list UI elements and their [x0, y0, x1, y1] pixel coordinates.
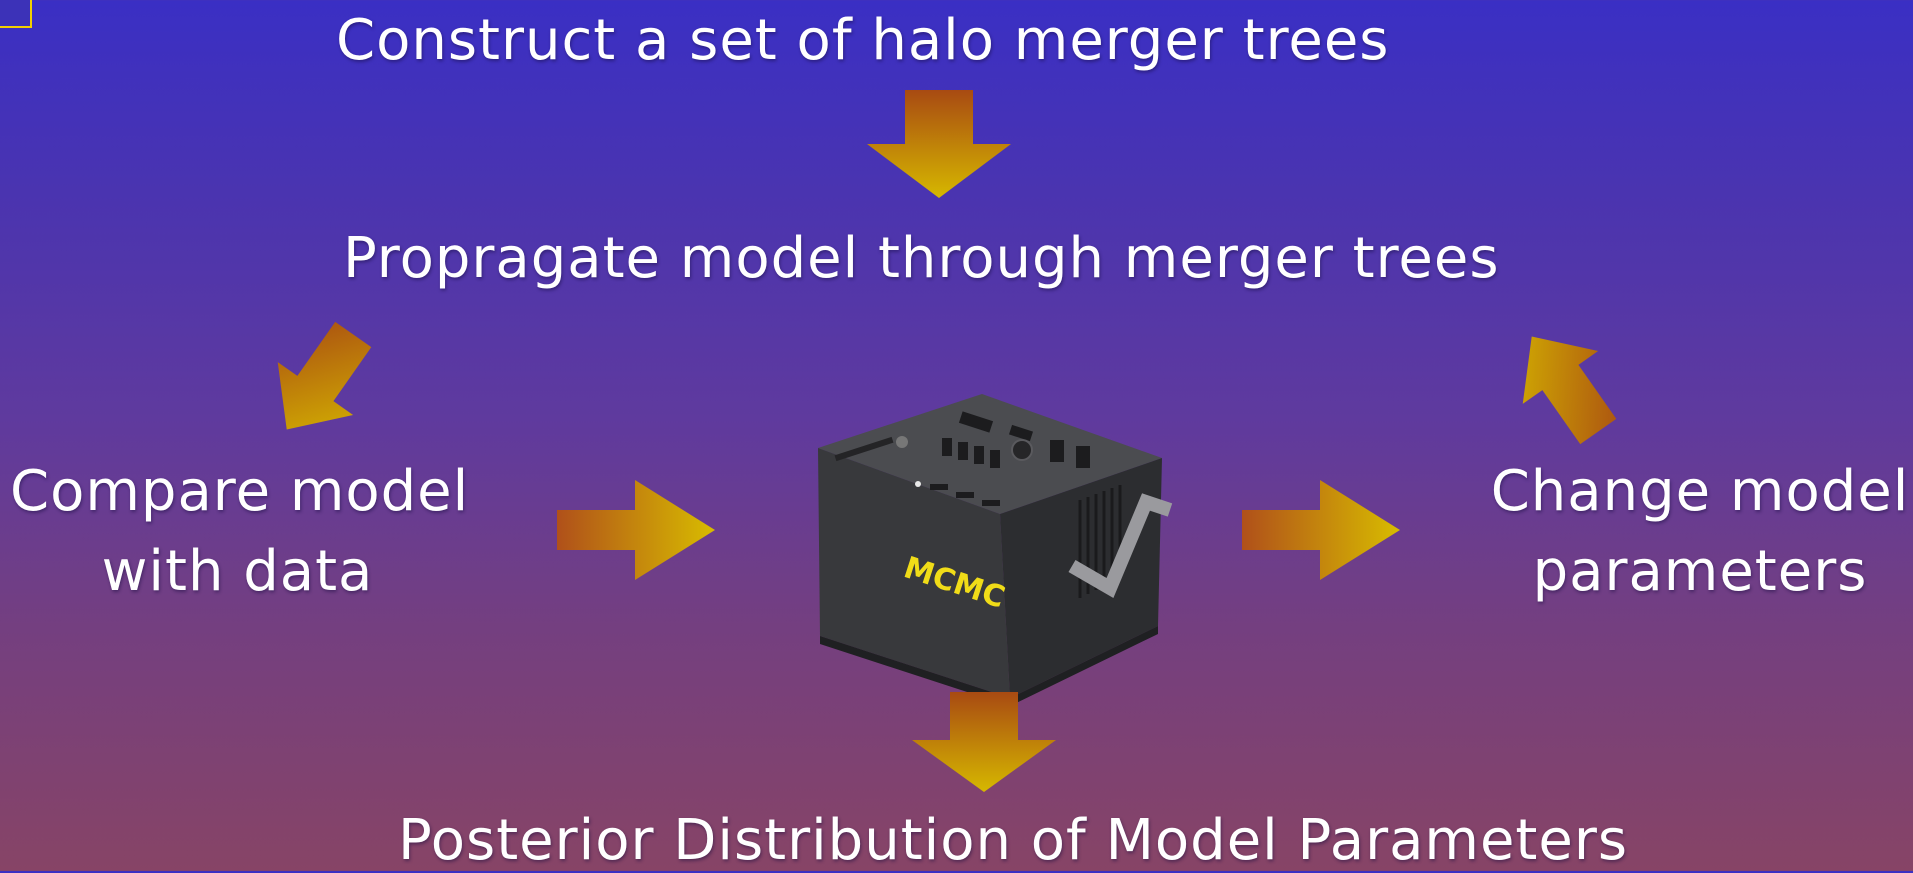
step-compare-model: Compare model with data — [10, 452, 470, 612]
mcmc-machine-icon: MCMC — [818, 394, 1173, 706]
compare-line-2: with data — [101, 539, 374, 604]
step-posterior-distribution: Posterior Distribution of Model Paramete… — [398, 808, 1629, 873]
arrow-down-icon — [912, 692, 1056, 792]
compare-line-1: Compare model — [10, 459, 470, 524]
arrow-right-icon — [1242, 480, 1400, 580]
slide-corner-marker — [0, 0, 32, 28]
step-construct-merger-trees: Construct a set of halo merger trees — [336, 8, 1390, 73]
arrow-down-left-icon — [277, 321, 372, 430]
arrow-down-icon — [867, 90, 1011, 198]
step-propagate-model: Propragate model through merger trees — [343, 226, 1500, 291]
arrow-right-icon — [557, 480, 715, 580]
arrow-up-left-icon — [1522, 336, 1617, 445]
change-line-2: parameters — [1532, 539, 1868, 604]
step-change-parameters: Change model parameters — [1490, 452, 1910, 612]
change-line-1: Change model — [1490, 459, 1910, 524]
